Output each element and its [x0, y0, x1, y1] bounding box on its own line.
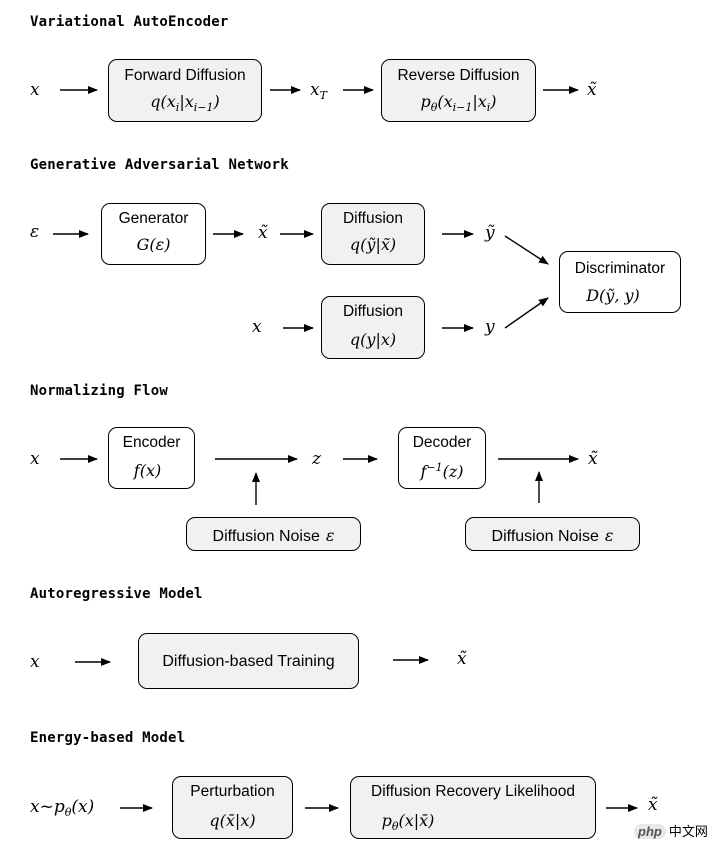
decoder-box: Decoder f−1(z)	[398, 427, 486, 489]
nf-output-var: x̃	[588, 449, 598, 469]
section-title-ar: Autoregressive Model	[30, 586, 203, 602]
decoder-equation: f−1(z)	[420, 461, 464, 481]
diffusion-training-label: Diffusion-based Training	[162, 653, 335, 670]
section-title-ebm: Energy-based Model	[30, 730, 186, 746]
gan-generated-var: x̃	[258, 223, 268, 243]
decoder-label: Decoder	[412, 434, 472, 451]
nf-latent-var: z	[312, 449, 321, 469]
ar-output-var: x̃	[457, 649, 467, 669]
generator-equation: G(ε)	[136, 235, 171, 254]
recovery-likelihood-box: Diffusion Recovery Likelihood pθ(x|x̄)	[350, 776, 596, 839]
discriminator-box: Discriminator D(ỹ, y)	[559, 251, 681, 313]
vae-latent-var: xT	[310, 80, 327, 102]
encoder-box: Encoder f(x)	[108, 427, 195, 489]
diffusion-real-box: Diffusion q(y|x)	[321, 296, 425, 359]
diffusion-training-box: Diffusion-based Training	[138, 633, 359, 689]
generator-label: Generator	[118, 210, 189, 227]
reverse-diffusion-box: Reverse Diffusion pθ(xi−1|xi)	[381, 59, 536, 122]
reverse-diffusion-label: Reverse Diffusion	[397, 67, 520, 84]
diffusion-fake-equation: q(ỹ|x̃)	[349, 235, 397, 254]
gan-fake-out-var: ỹ	[485, 223, 495, 243]
discriminator-equation: D(ỹ, y)	[586, 286, 640, 305]
arrow	[504, 297, 549, 329]
gan-real-out-var: y	[485, 317, 495, 337]
section-title-gan: Generative Adversarial Network	[30, 157, 289, 173]
encoder-label: Encoder	[122, 434, 181, 451]
perturbation-box: Perturbation q(x̄|x)	[172, 776, 293, 839]
diffusion-real-equation: q(y|x)	[349, 330, 397, 349]
encoder-equation: f(x)	[133, 461, 162, 480]
section-title-vae: Variational AutoEncoder	[30, 14, 229, 30]
nf-input-var: x	[30, 449, 40, 469]
forward-diffusion-box: Forward Diffusion q(xi|xi−1)	[108, 59, 262, 122]
diffusion-fake-box: Diffusion q(ỹ|x̃)	[321, 203, 425, 265]
ebm-output-var: x̃	[648, 795, 658, 815]
discriminator-label: Discriminator	[574, 260, 666, 277]
vae-output-var: x̃	[587, 80, 597, 100]
recovery-likelihood-label: Diffusion Recovery Likelihood	[371, 783, 575, 800]
section-title-nf: Normalizing Flow	[30, 383, 169, 399]
forward-diffusion-label: Forward Diffusion	[124, 67, 246, 84]
generator-box: Generator G(ε)	[101, 203, 206, 265]
gan-noise-input-var: ε	[30, 222, 40, 242]
forward-diffusion-equation: q(xi|xi−1)	[150, 92, 220, 114]
vae-input-var: x	[30, 80, 40, 100]
gan-real-input-var: x	[252, 317, 262, 337]
php-logo-icon: php	[634, 824, 666, 839]
arrow	[504, 235, 549, 265]
recovery-likelihood-equation: pθ(x|x̄)	[381, 811, 435, 833]
ebm-input-var: x~pθ(x)	[30, 797, 95, 819]
reverse-diffusion-equation: pθ(xi−1|xi)	[420, 92, 497, 114]
perturbation-label: Perturbation	[190, 783, 275, 800]
perturbation-equation: q(x̄|x)	[209, 811, 256, 830]
ar-input-var: x	[30, 652, 40, 672]
diffusion-real-label: Diffusion	[342, 303, 404, 320]
diffusion-fake-label: Diffusion	[342, 210, 404, 227]
